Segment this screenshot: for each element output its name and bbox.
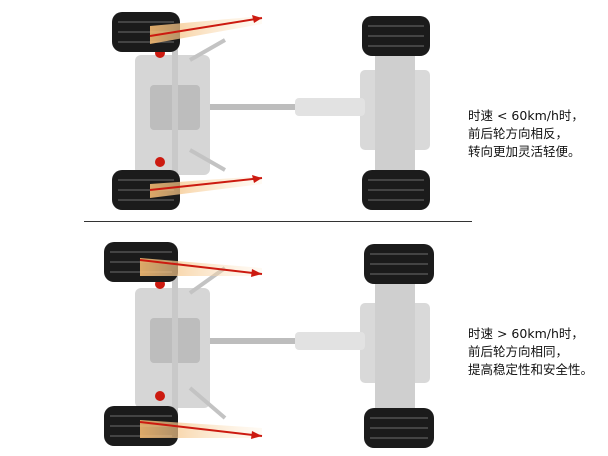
front-right-tire [364, 408, 434, 448]
chassis-illustration-bottom [104, 242, 434, 448]
caption-bottom: 时速 > 60km/h时， 前后轮方向相同， 提高稳定性和安全性。 [468, 325, 593, 379]
caption-line-1: 时速 > 60km/h时， [468, 326, 584, 341]
chassis-illustration-top [112, 12, 430, 210]
caption-line-1: 时速 < 60km/h时， [468, 108, 584, 123]
divider [84, 221, 472, 222]
rear-left-direction-arrow [139, 259, 263, 275]
drive-shaft [205, 338, 375, 344]
caption-line-3: 转向更加灵活轻便。 [468, 144, 581, 159]
caption-top: 时速 < 60km/h时， 前后轮方向相反， 转向更加灵活轻便。 [468, 107, 584, 161]
front-right-tire [362, 170, 430, 210]
front-left-tire [362, 16, 430, 56]
caption-line-2: 前后轮方向相反， [468, 126, 569, 141]
rear-left-tire [112, 12, 180, 52]
panel-opposite-steering: 时速 < 60km/h时， 前后轮方向相反， 转向更加灵活轻便。 [0, 0, 608, 222]
drive-shaft [205, 104, 375, 110]
rear-right-direction-arrow [139, 421, 263, 437]
rear-right-direction-arrow [149, 177, 263, 191]
rear-left-direction-arrow [149, 17, 263, 37]
caption-line-3: 提高稳定性和安全性。 [468, 362, 594, 377]
panel-same-steering: 时速 > 60km/h时， 前后轮方向相同， 提高稳定性和安全性。 [0, 228, 608, 456]
front-left-tire [364, 244, 434, 284]
caption-line-2: 前后轮方向相同， [468, 344, 569, 359]
